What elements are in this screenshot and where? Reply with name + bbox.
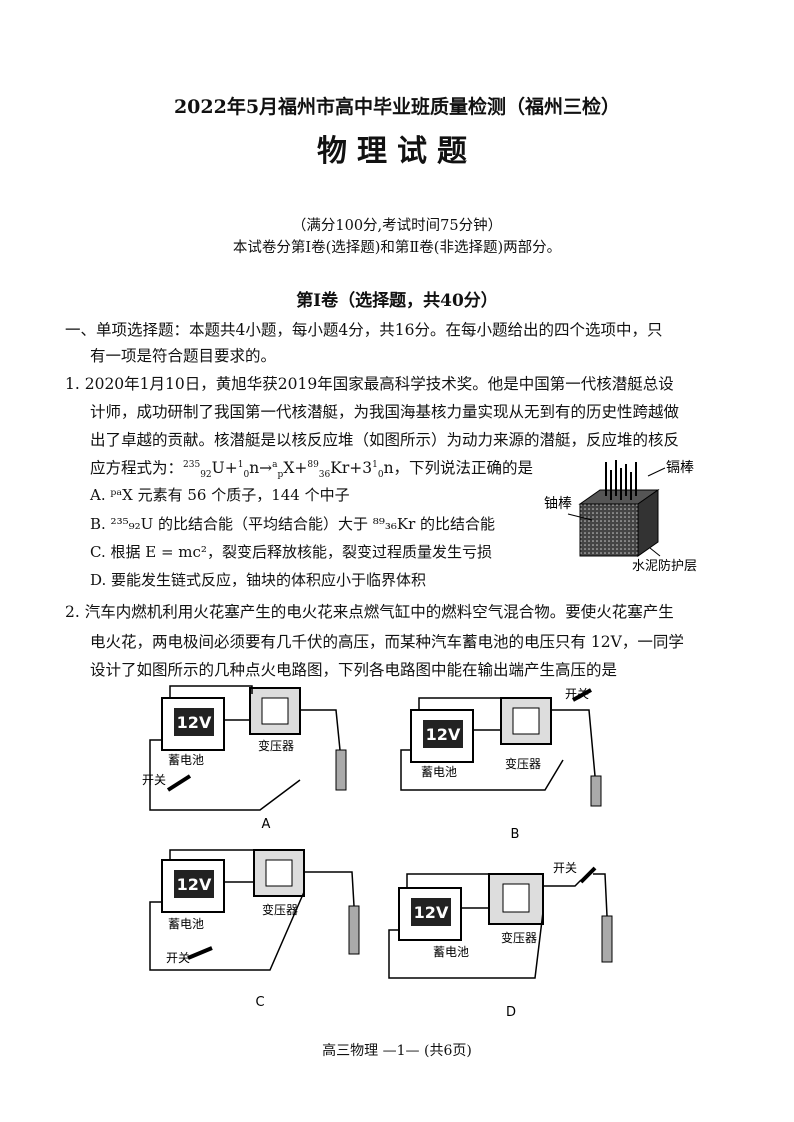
q1-line-1: 1. 2020年1月10日，黄旭华获2019年国家最高科学技术奖。他是中国第一代…: [65, 375, 674, 393]
battery-a: [161, 697, 225, 751]
battery-voltage-c: 12V: [177, 875, 212, 894]
q2-line-2: 电火花，两电极间必须要有几千伏的高压，而某种汽车蓄电池的电压只有 12V，一同学: [90, 633, 684, 651]
q1-line-3: 出了卓越的贡献。核潜艇是以核反应堆（如图所示）为动力来源的潜艇，反应堆的核反: [90, 431, 680, 449]
spark-plug-d: [601, 915, 613, 963]
switch-d: [579, 866, 597, 884]
switch-label-b: 开关: [565, 687, 589, 701]
q1-eq-prefix: 应方程式为：: [90, 459, 184, 477]
q1-equation-line: 应方程式为：23592U+10n→apX+8936Kr+310n，下列说法正确的…: [90, 456, 533, 480]
circuit-letter-a: A: [262, 817, 271, 830]
score-time-note: （满分100分,考试时间75分钟）: [291, 218, 503, 234]
circuit-letter-d: D: [506, 1005, 516, 1020]
transformer-label-b: 变压器: [505, 756, 541, 771]
label-uranium-rod: 铀棒: [544, 496, 572, 512]
battery-label-d: 蓄电池: [433, 945, 469, 959]
transformer-a: [249, 687, 301, 735]
q2-line-1: 2. 汽车内燃机利用火花塞产生的电火花来点燃气缸中的燃料空气混合物。要使火花塞产…: [65, 603, 674, 621]
cadmium-pointer: [647, 467, 666, 477]
battery-face-a: [174, 708, 214, 736]
battery-label-a: 蓄电池: [168, 753, 204, 767]
transformer-label-c: 变压器: [262, 902, 298, 917]
label-cadmium-rod: 镉棒: [666, 460, 694, 476]
battery-d: [398, 887, 462, 941]
spark-plug-a: [335, 749, 347, 791]
battery-b: [410, 709, 474, 763]
circuit-c: 12V 蓄电池 变压器 开关 C: [149, 849, 360, 1010]
transformer-label-a: 变压器: [258, 738, 294, 753]
battery-voltage-d: 12V: [414, 903, 449, 922]
q1-option-c: C. 根据 E = mc²，裂变后释放核能，裂变过程质量发生亏损: [90, 543, 492, 561]
transformer-core-a: [261, 697, 289, 725]
switch-label-c: 开关: [166, 951, 190, 965]
spark-plug-c: [348, 905, 360, 955]
transformer-b: [500, 697, 552, 745]
battery-face-d: [411, 898, 451, 926]
transformer-core-d: [502, 883, 530, 913]
circuit-letter-b: B: [511, 827, 520, 840]
switch-c: [187, 946, 213, 960]
battery-label-b: 蓄电池: [421, 765, 457, 779]
nuclear-equation: 23592U+10n→apX+8936Kr+310n: [183, 459, 394, 481]
q1-eq-suffix: ，下列说法正确的是: [393, 459, 534, 477]
subject-title: 物理试题: [317, 134, 477, 169]
label-cement-shield: 水泥防护层: [632, 558, 697, 574]
circuit-a: 12V 蓄电池 变压器 开关 A: [142, 685, 347, 830]
q1-line-2: 计师，成功研制了我国第一代核潜艇，为我国海基核力量实现从无到有的历史性跨越做: [90, 403, 680, 421]
reactor-figure: 镉棒 铀棒 水泥防护层: [544, 460, 697, 574]
q2-line-3: 设计了如图所示的几种点火电路图，下列各电路图中能在输出端产生高压的是: [90, 661, 618, 679]
section-title: 第Ⅰ卷（选择题，共40分）: [296, 291, 498, 311]
circuit-b: 12V 蓄电池 变压器 开关 B: [400, 687, 602, 840]
switch-label-a: 开关: [142, 773, 166, 787]
q1-option-b: B. ²³⁵₉₂U 的比结合能（平均结合能）大于 ⁸⁹₃₆Kr 的比结合能: [90, 515, 496, 533]
switch-a: [166, 774, 192, 792]
q1-option-a: A. ᵖᵃX 元素有 56 个质子，144 个中子: [90, 486, 350, 504]
battery-face-b: [423, 720, 463, 748]
battery-c: [161, 859, 225, 913]
exam-title: 2022年5月福州市高中毕业班质量检测（福州三检）: [173, 96, 621, 118]
transformer-core-b: [512, 707, 540, 735]
instruction-line-1: 一、单项选择题：本题共4小题，每小题4分，共16分。在每小题给出的四个选项中，只: [65, 321, 663, 339]
circuit-letter-c: C: [255, 995, 264, 1010]
q1-option-d: D. 要能发生链式反应，铀块的体积应小于临界体积: [90, 571, 427, 589]
switch-label-d: 开关: [553, 861, 577, 875]
uranium-pointer: [567, 513, 593, 521]
reactor-side-face: [637, 489, 659, 557]
transformer-label-d: 变压器: [501, 930, 537, 945]
parts-note: 本试卷分第Ⅰ卷(选择题)和第Ⅱ卷(非选择题)两部分。: [232, 240, 562, 256]
reactor-front-face: [579, 503, 639, 557]
battery-label-c: 蓄电池: [168, 917, 204, 931]
spark-plug-b: [590, 775, 602, 807]
instruction-line-2: 有一项是符合题目要求的。: [90, 347, 277, 365]
control-rods: [605, 460, 637, 500]
battery-voltage-b: 12V: [426, 725, 461, 744]
transformer-core-c: [265, 859, 293, 887]
battery-voltage-a: 12V: [177, 713, 212, 732]
switch-b: [572, 688, 592, 702]
circuit-d: 12V 蓄电池 变压器 开关 D: [388, 861, 613, 1020]
battery-face-c: [174, 870, 214, 898]
shield-pointer: [649, 547, 661, 557]
page-footer: 高三物理 —1— (共6页): [322, 1043, 472, 1059]
